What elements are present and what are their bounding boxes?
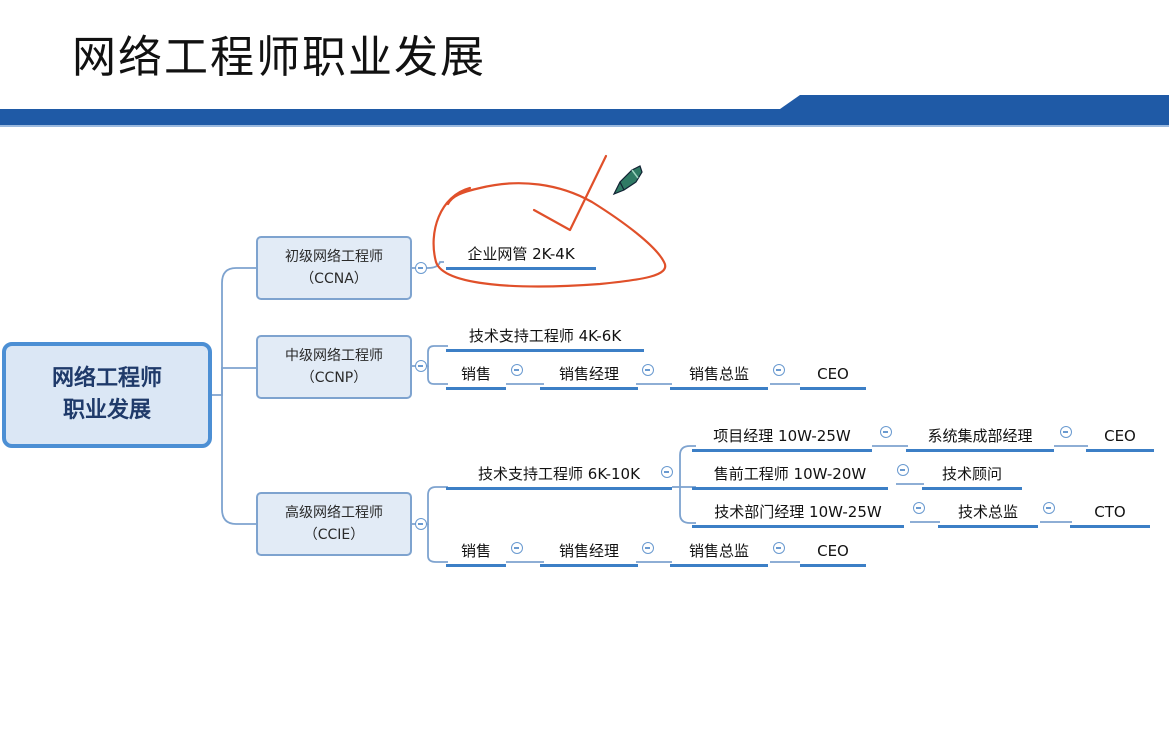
topic-ceo[interactable]: CEO (800, 541, 866, 567)
collapse-toggle-icon[interactable] (1060, 426, 1072, 438)
collapse-toggle-icon[interactable] (415, 518, 427, 530)
collapse-toggle-icon[interactable] (661, 466, 673, 478)
topic-sales-manager[interactable]: 销售经理 (540, 541, 638, 567)
topic-ceo[interactable]: CEO (1086, 426, 1154, 452)
topic-tech-support-mid[interactable]: 技术支持工程师 4K-6K (446, 326, 644, 352)
topic-ceo[interactable]: CEO (800, 364, 866, 390)
topic-sales-director[interactable]: 销售总监 (670, 541, 768, 567)
level-cert: （CCIE） (303, 527, 365, 543)
level-node-senior[interactable]: 高级网络工程师 （CCIE） (256, 492, 412, 556)
level-name: 中级网络工程师 (285, 348, 383, 364)
root-node[interactable]: 网络工程师 职业发展 (2, 342, 212, 448)
collapse-toggle-icon[interactable] (897, 464, 909, 476)
root-title-line2: 职业发展 (62, 398, 151, 423)
collapse-toggle-icon[interactable] (415, 262, 427, 274)
topic-project-manager[interactable]: 项目经理 10W-25W (692, 426, 872, 452)
collapse-toggle-icon[interactable] (773, 542, 785, 554)
level-node-middle[interactable]: 中级网络工程师 （CCNP） (256, 335, 412, 399)
topic-tech-dept-manager[interactable]: 技术部门经理 10W-25W (692, 502, 904, 528)
collapse-toggle-icon[interactable] (913, 502, 925, 514)
topic-tech-director[interactable]: 技术总监 (938, 502, 1038, 528)
collapse-toggle-icon[interactable] (773, 364, 785, 376)
topic-si-dept-manager[interactable]: 系统集成部经理 (906, 426, 1054, 452)
topic-sales-director[interactable]: 销售总监 (670, 364, 768, 390)
topic-enterprise-admin[interactable]: 企业网管 2K-4K (446, 244, 596, 270)
topic-presales-engineer[interactable]: 售前工程师 10W-20W (692, 464, 888, 490)
collapse-toggle-icon[interactable] (880, 426, 892, 438)
topic-tech-support-senior[interactable]: 技术支持工程师 6K-10K (446, 464, 672, 490)
root-title-line1: 网络工程师 (51, 366, 162, 391)
level-cert: （CCNA） (300, 271, 368, 287)
collapse-toggle-icon[interactable] (511, 542, 523, 554)
topic-cto[interactable]: CTO (1070, 502, 1150, 528)
level-name: 高级网络工程师 (285, 505, 383, 521)
topic-tech-consultant[interactable]: 技术顾问 (922, 464, 1022, 490)
level-node-junior[interactable]: 初级网络工程师 （CCNA） (256, 236, 412, 300)
level-cert: （CCNP） (300, 370, 368, 386)
collapse-toggle-icon[interactable] (415, 360, 427, 372)
collapse-toggle-icon[interactable] (511, 364, 523, 376)
collapse-toggle-icon[interactable] (642, 364, 654, 376)
slide-title: 网络工程师职业发展 (72, 32, 486, 83)
level-name: 初级网络工程师 (285, 249, 383, 265)
topic-sales[interactable]: 销售 (446, 364, 506, 390)
collapse-toggle-icon[interactable] (1043, 502, 1055, 514)
topic-sales-manager[interactable]: 销售经理 (540, 364, 638, 390)
header-bar (0, 95, 1169, 127)
topic-sales[interactable]: 销售 (446, 541, 506, 567)
collapse-toggle-icon[interactable] (642, 542, 654, 554)
pen-cursor-icon (612, 165, 643, 196)
